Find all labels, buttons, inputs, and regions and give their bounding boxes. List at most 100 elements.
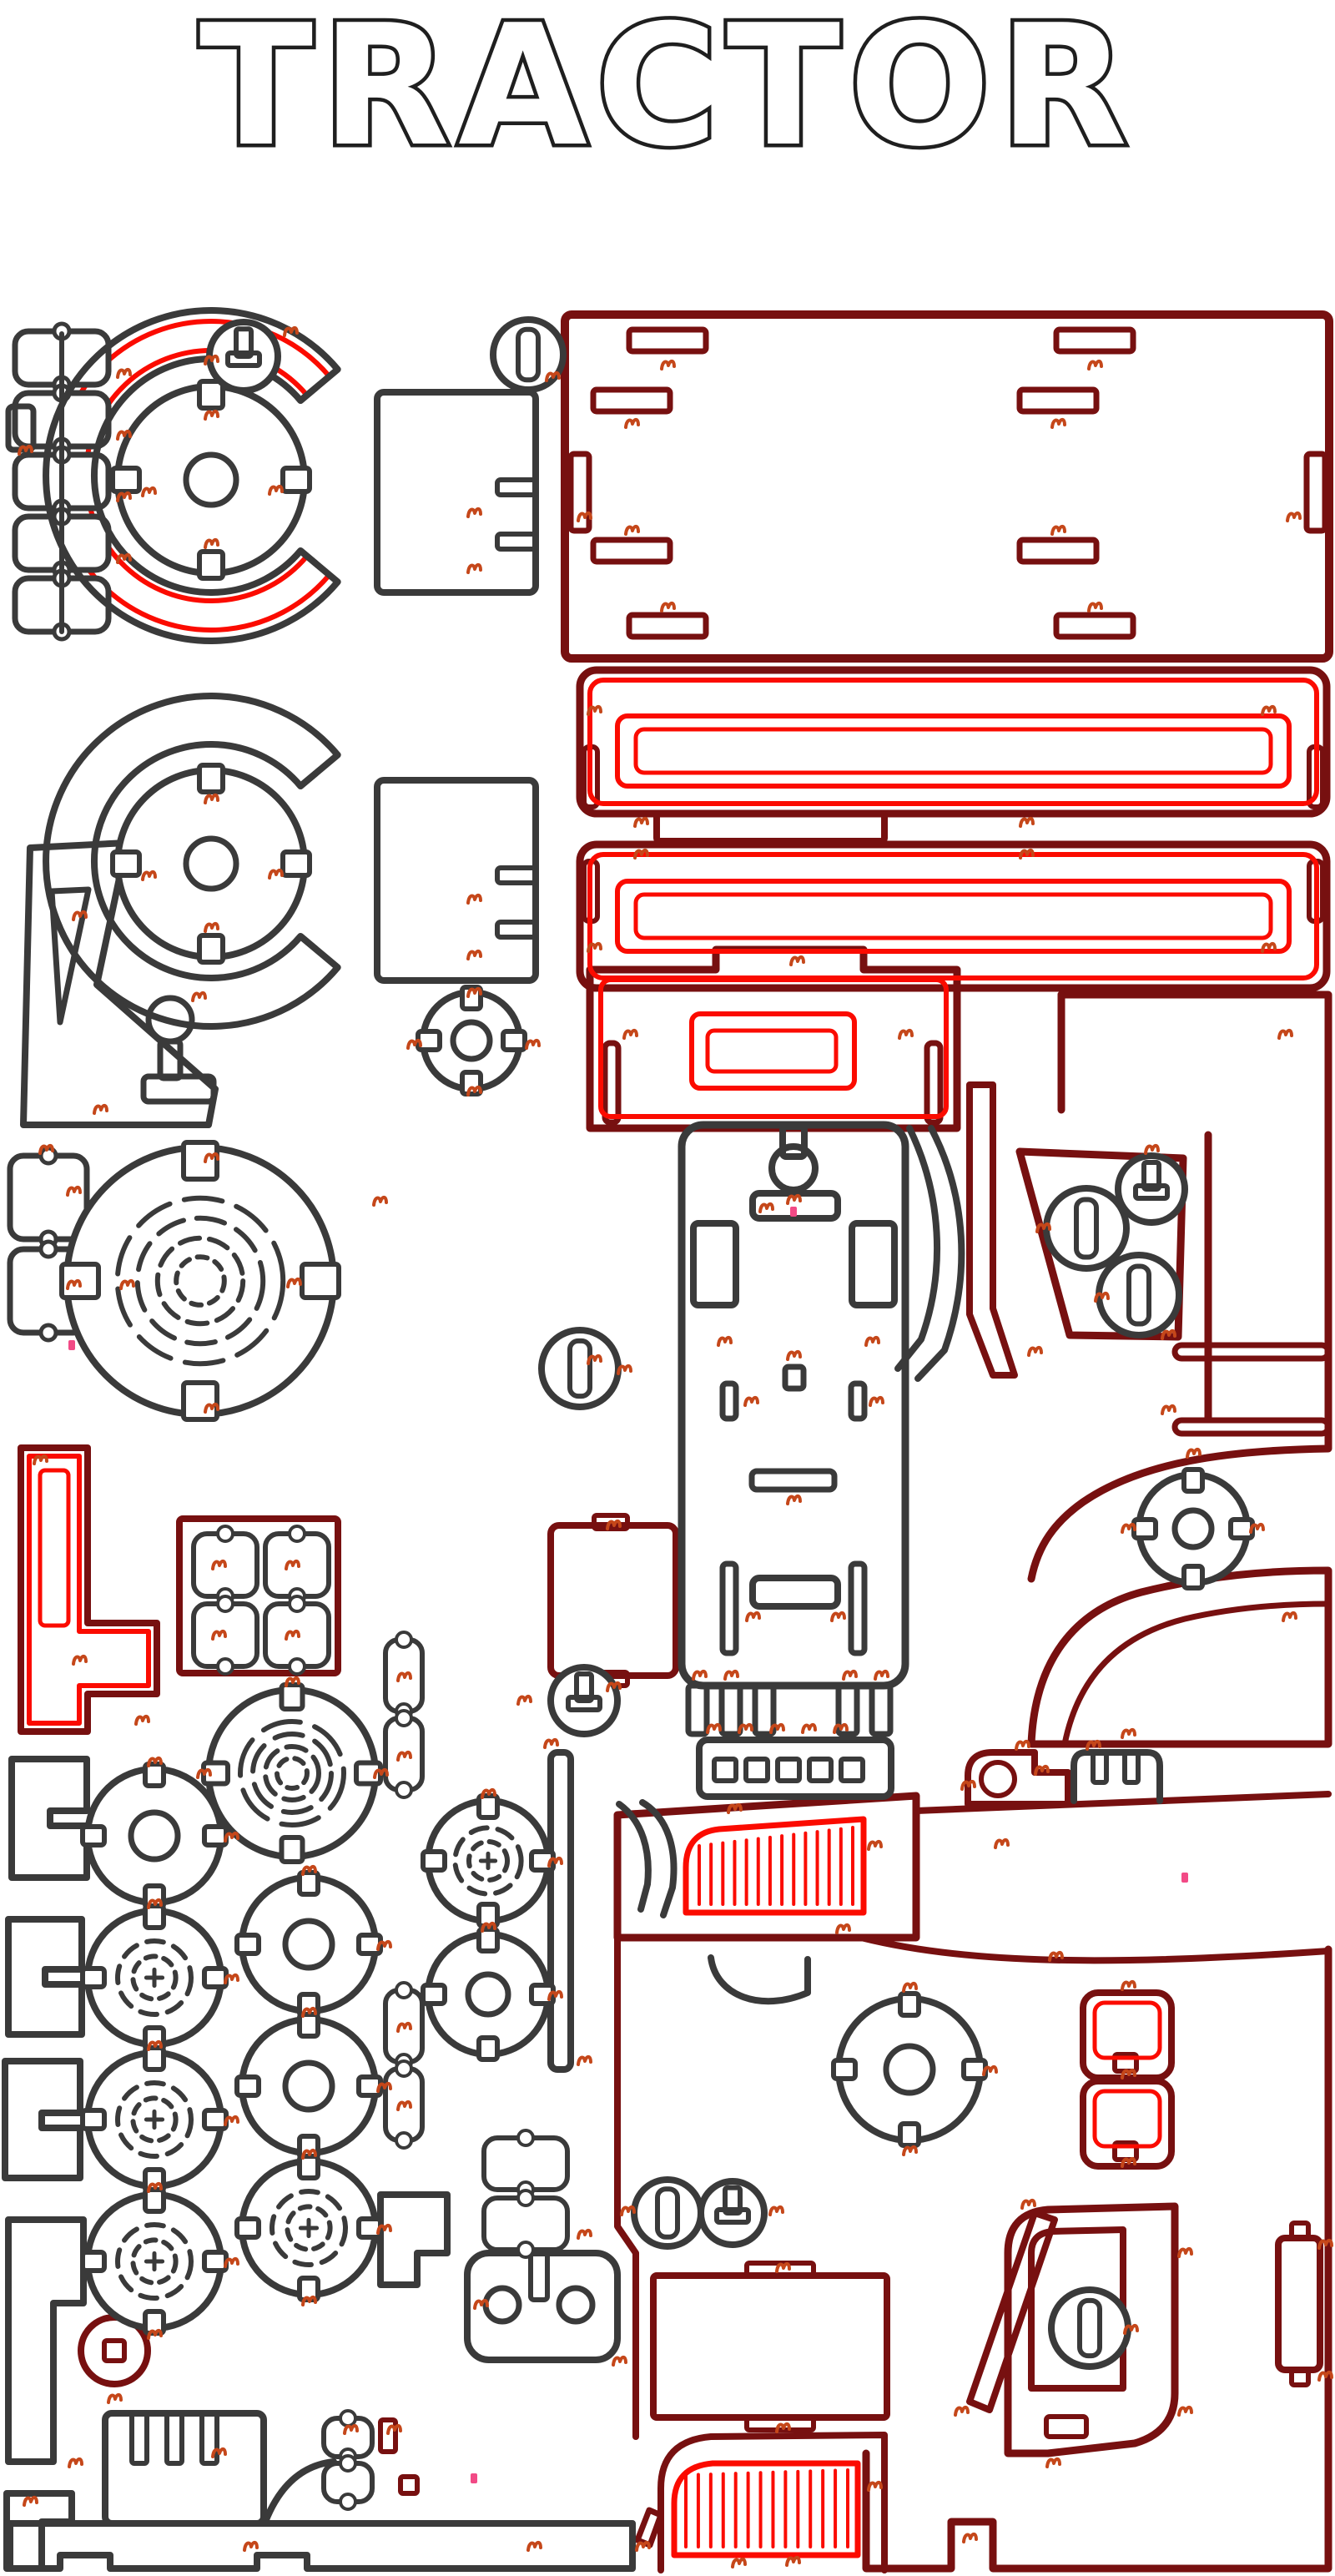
grille-slot-left (602, 1040, 622, 1126)
idler-wheel-small-tab-e (501, 1029, 527, 1052)
bottom-pulley-1-slot (655, 2186, 680, 2240)
mount-pulley-3-slot-base (566, 1695, 602, 1712)
engine-plate-hole-5 (839, 1757, 865, 1783)
fender-wheel-hub-hole (1171, 1507, 1215, 1550)
part-number-mark-46 (72, 910, 88, 921)
part-number-mark-28 (1019, 816, 1035, 828)
part-number-mark-158 (577, 2228, 592, 2240)
part-number-mark-3 (116, 367, 132, 379)
wheel-m1-rim (239, 1874, 379, 2014)
part-number-mark-169 (1086, 1739, 1101, 1751)
trap-pulley-1-body (1043, 1185, 1130, 1272)
side-rail-1-red-inner (633, 727, 1273, 775)
part-number-mark-53 (286, 1277, 302, 1288)
part-number-mark-62 (211, 1629, 227, 1641)
part-number-mark-65 (396, 1750, 412, 1762)
part-number-mark-162 (68, 2457, 83, 2468)
chassis-keyhole-circle (768, 1143, 819, 1193)
part-number-mark-149 (1317, 2370, 1333, 2382)
tread-wheel-medium-tread-3 (263, 1744, 321, 1802)
part-number-mark-22 (1050, 524, 1066, 536)
part-number-mark-8 (204, 409, 219, 421)
wheel-m2-hub-hole (282, 2059, 335, 2113)
tread-wheel-large-tread-1 (114, 1195, 286, 1367)
tread-wheel-large-tread-2 (134, 1215, 266, 1347)
part-number-mark-116 (1186, 1447, 1202, 1459)
part-number-mark-109 (481, 1787, 496, 1799)
part-number-mark-66 (396, 2021, 412, 2033)
part-number-mark-64 (396, 1671, 412, 1682)
part-number-mark-12 (204, 354, 219, 365)
part-number-mark-72 (786, 1349, 802, 1361)
bone-pair-2-notch-bottom (38, 1323, 58, 1343)
hole-bracket-slot (528, 2251, 550, 2302)
part-number-mark-113 (902, 1981, 918, 1993)
part-number-mark-79 (723, 1669, 739, 1681)
vertical-strip (547, 1749, 574, 2073)
part-number-mark-42 (466, 986, 482, 998)
part-number-mark-91 (196, 1767, 212, 1779)
chassis-slot-tall-left (690, 1220, 739, 1308)
part-number-mark-138 (835, 1923, 851, 1934)
side-rail-2-red-inner (633, 892, 1273, 940)
part-number-mark-130 (1277, 1028, 1293, 1040)
part-number-mark-10 (268, 484, 284, 496)
part-number-mark-94 (224, 1831, 239, 1843)
mid-panel (650, 2272, 890, 2421)
chassis-prong-3 (752, 1682, 777, 1737)
bone-pair-2-notch-top (38, 1239, 58, 1259)
frame-bone-1-notch-top (216, 1525, 234, 1543)
bottom-bone-2-notch-bottom (339, 2493, 357, 2511)
wheel-l1-tab-w (80, 1824, 107, 1848)
part-number-mark-105 (376, 2081, 392, 2093)
pink-mark-1 (790, 1207, 797, 1217)
part-number-mark-96 (224, 1973, 239, 1984)
pink-mark-2 (68, 1340, 75, 1350)
part-number-mark-11 (204, 537, 219, 549)
part-number-mark-132 (1121, 1727, 1136, 1739)
front-arch-block-notch-2 (495, 532, 538, 552)
part-number-mark-168 (1015, 1739, 1030, 1751)
cab-door-panel (1004, 2202, 1179, 2458)
tread-wheel-large-tread-3 (154, 1235, 246, 1327)
part-number-mark-58 (72, 1654, 88, 1666)
wheel-m3-hub-ring-1 (270, 2189, 348, 2267)
rear-wheel-disc-tab-s (197, 933, 225, 965)
cab-door-window (1028, 2226, 1126, 2392)
engine-plate-hole-4 (807, 1757, 834, 1783)
part-number-mark-101 (147, 2328, 163, 2340)
part-number-mark-29 (633, 848, 649, 860)
sheet-title: TRACTOR (199, 0, 1136, 184)
wheel-l2-tab-e (202, 1966, 229, 1989)
seat-bracket-hole (979, 1760, 1017, 1798)
sheet-border-right (862, 1945, 1332, 2573)
frame-bone-3-notch-bottom (216, 1657, 234, 1676)
part-number-mark-20 (1286, 511, 1302, 522)
cab-window-frame-2 (1080, 2078, 1175, 2170)
wheel-l4-tab-w (80, 2250, 107, 2273)
step-bracket-b (5, 1916, 85, 2038)
hood-slant-bottom (858, 1934, 1332, 1964)
part-number-mark-152 (775, 2261, 791, 2273)
top-panel-slot-10 (1053, 612, 1136, 640)
cowl-left-line (614, 1934, 639, 2440)
idler-wheel-small-tab-s (460, 1070, 483, 1096)
part-number-mark-52 (119, 1278, 135, 1290)
part-number-mark-13 (466, 507, 482, 518)
trap-pulley-3-slot-base (1133, 1183, 1170, 1201)
chassis-prong-2 (718, 1682, 743, 1737)
part-number-mark-118 (1249, 1522, 1265, 1534)
step-bracket-d (5, 2216, 87, 2465)
frame-bone-3-notch-top (216, 1595, 234, 1613)
part-number-mark-119 (620, 2205, 636, 2216)
part-number-mark-127 (1027, 1345, 1043, 1357)
rear-wheel-disc-tab-e (280, 849, 312, 878)
wheel-l1-hub-hole (128, 1809, 181, 1863)
window-slat-tab-1 (1289, 2221, 1311, 2241)
tread-wheel-large-tab-e (300, 1262, 341, 1300)
part-number-mark-30 (1019, 848, 1035, 860)
part-number-mark-150 (962, 2532, 978, 2543)
part-number-mark-121 (617, 1364, 632, 1375)
part-number-mark-50 (372, 1195, 388, 1207)
